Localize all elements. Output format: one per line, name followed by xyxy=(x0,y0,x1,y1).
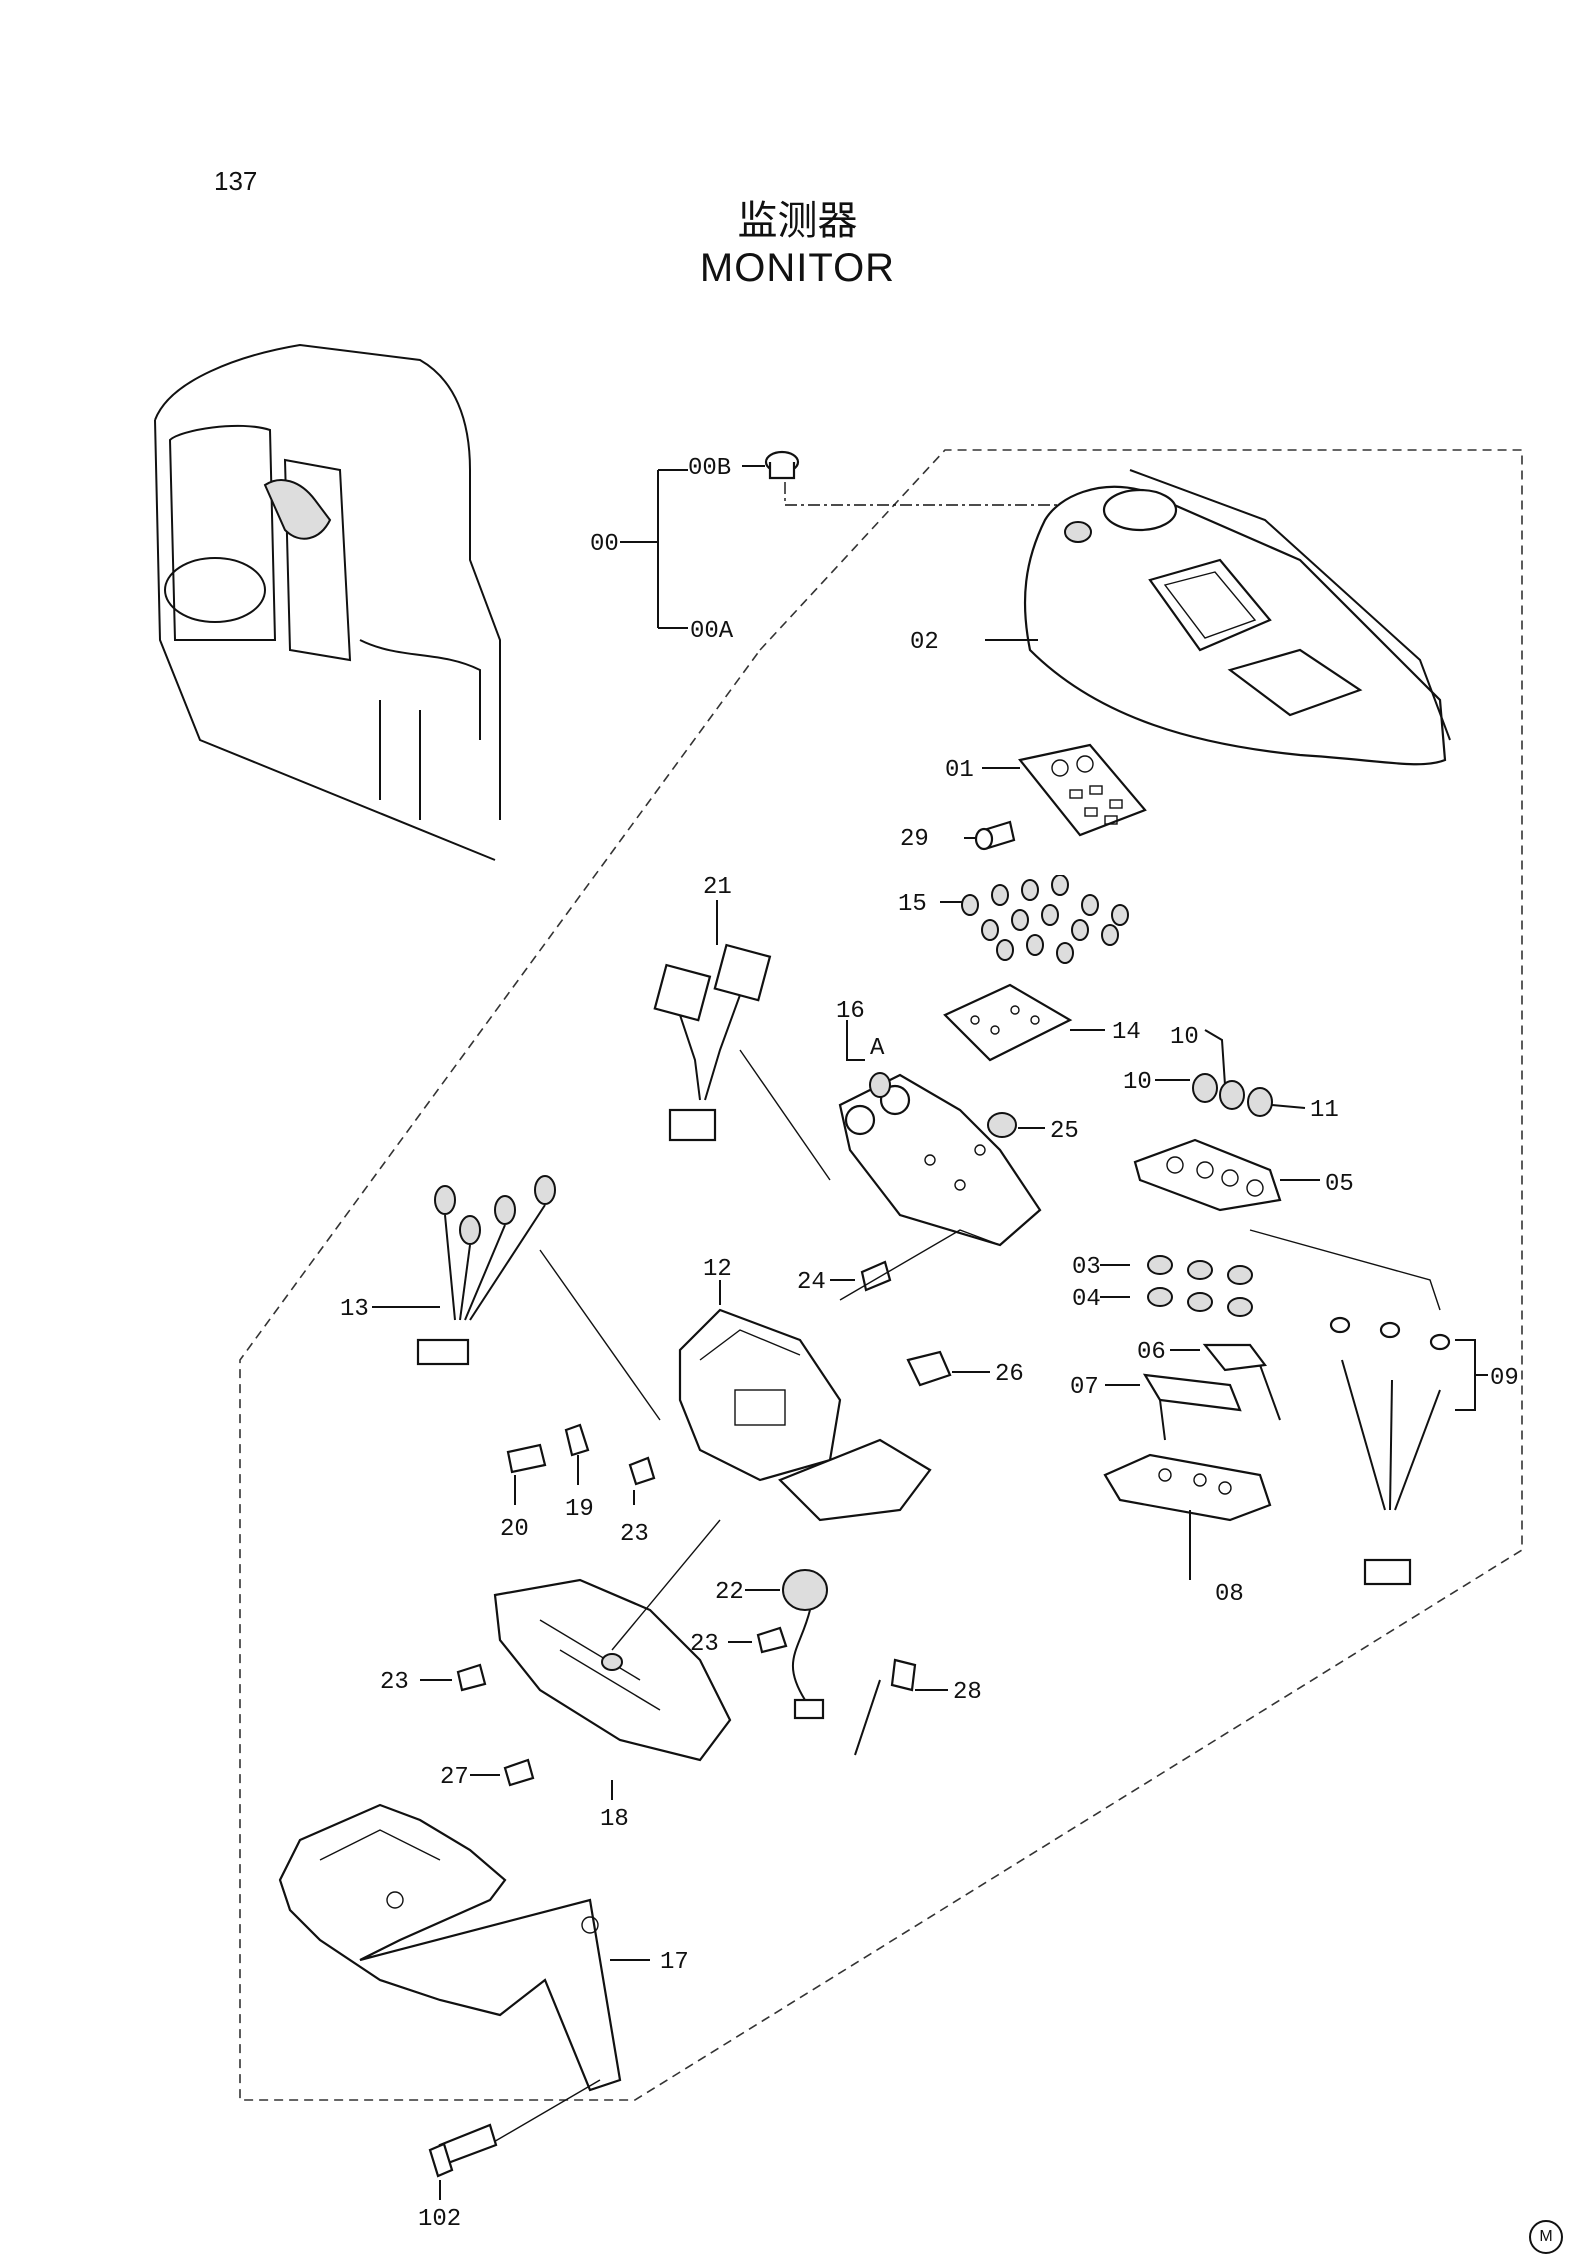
page-number: 137 xyxy=(214,166,258,196)
knob-cap xyxy=(1056,942,1074,964)
label-26: 26 xyxy=(995,1361,1024,1388)
knob-cap xyxy=(1021,879,1039,901)
label-05: 05 xyxy=(1325,1171,1354,1198)
part-12-housing xyxy=(678,1229,1001,1522)
part-17-bracket xyxy=(278,1803,650,2092)
label-10-a: 10 xyxy=(1170,1024,1199,1051)
label-06: 06 xyxy=(1137,1339,1166,1366)
title-chinese: 监测器 xyxy=(737,198,858,244)
part-18-cover-plate xyxy=(493,1519,732,1800)
label-23-c: 23 xyxy=(380,1669,409,1696)
part-01-switch-panel xyxy=(982,743,1147,837)
label-10-b: 10 xyxy=(1123,1069,1152,1096)
label-16: 16 xyxy=(836,998,865,1025)
label-25: 25 xyxy=(1050,1118,1079,1145)
knob-cap xyxy=(1081,894,1099,916)
label-11: 11 xyxy=(1310,1097,1339,1124)
part-29-screw xyxy=(964,820,1016,851)
knob-caps-cluster xyxy=(961,875,1129,964)
label-00A: 00A xyxy=(690,618,734,645)
part-10-11-knobs xyxy=(1155,1029,1306,1117)
part-13-bulb-harness xyxy=(372,1175,661,1421)
part-02-monitor-cover xyxy=(985,469,1451,766)
assembly-boundary xyxy=(239,449,1523,2101)
cab-illustration xyxy=(154,343,501,861)
label-09: 09 xyxy=(1490,1365,1519,1392)
label-17: 17 xyxy=(660,1949,689,1976)
label-07: 07 xyxy=(1070,1374,1099,1401)
label-00B: 00B xyxy=(688,455,731,482)
part-19-20-23-screws xyxy=(506,1423,656,1505)
knob-cap xyxy=(1071,919,1089,941)
knob-cap xyxy=(1026,934,1044,956)
knob-cap xyxy=(996,939,1014,961)
knob-cap xyxy=(1011,909,1029,931)
knob-cap xyxy=(991,884,1009,906)
label-20: 20 xyxy=(500,1516,529,1543)
label-102: 102 xyxy=(418,2206,461,2233)
label-00: 00 xyxy=(590,531,619,558)
label-22: 22 xyxy=(715,1579,744,1606)
part-28-cable-tie xyxy=(854,1658,948,1756)
knob-cap xyxy=(1111,904,1129,926)
part-26-connector xyxy=(906,1350,990,1387)
part-03-04-grommets xyxy=(1100,1255,1253,1317)
label-08: 08 xyxy=(1215,1581,1244,1608)
knob-cap xyxy=(981,919,999,941)
part-23-screw-b xyxy=(728,1626,788,1654)
label-23-a: 23 xyxy=(620,1521,649,1548)
label-12: 12 xyxy=(703,1256,732,1283)
label-19: 19 xyxy=(565,1496,594,1523)
knob-cap xyxy=(961,894,979,916)
part-09-sockets xyxy=(1249,1229,1488,1586)
label-27: 27 xyxy=(440,1764,469,1791)
part-14-membrane xyxy=(943,983,1105,1062)
knob-cap xyxy=(1051,875,1069,896)
corner-mark: M xyxy=(1529,2220,1563,2254)
label-A: A xyxy=(870,1035,885,1062)
part-16-circuit-board xyxy=(838,1020,1042,1247)
part-27-screw xyxy=(470,1758,535,1787)
part-102-bolt xyxy=(428,2079,601,2200)
label-02: 02 xyxy=(910,629,939,656)
knob-cap xyxy=(1041,904,1059,926)
label-28: 28 xyxy=(953,1679,982,1706)
part-05-plate xyxy=(1133,1138,1320,1212)
part-21-harness xyxy=(653,900,831,1181)
label-23-b: 23 xyxy=(690,1631,719,1658)
part-00B-cap xyxy=(764,450,800,480)
part-22-buzzer xyxy=(745,1569,828,1720)
label-15: 15 xyxy=(898,891,927,918)
label-14: 14 xyxy=(1112,1019,1141,1046)
label-18: 18 xyxy=(600,1806,629,1833)
title-english: MONITOR xyxy=(699,246,896,290)
label-21: 21 xyxy=(703,874,732,901)
label-29: 29 xyxy=(900,826,929,853)
knob-cap xyxy=(1101,924,1119,946)
part-23-screw-c xyxy=(420,1663,487,1692)
label-04: 04 xyxy=(1072,1286,1101,1313)
part-06-07-08 xyxy=(1103,1343,1281,1580)
label-03: 03 xyxy=(1072,1254,1101,1281)
part-25-cap xyxy=(987,1112,1045,1138)
label-13: 13 xyxy=(340,1296,369,1323)
item-00-bracket xyxy=(620,465,1075,629)
label-01: 01 xyxy=(945,757,974,784)
label-24: 24 xyxy=(797,1269,826,1296)
part-A-knob xyxy=(869,1072,891,1098)
